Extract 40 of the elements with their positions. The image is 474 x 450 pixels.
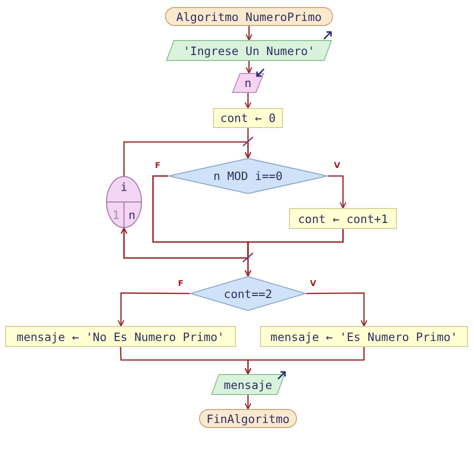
loop-text: i — [120, 180, 128, 194]
node-text: Algoritmo NumeroPrimo — [176, 10, 322, 24]
flow-arrow — [244, 229, 344, 277]
terminal-box — [199, 409, 297, 428]
terminal-box — [165, 7, 333, 26]
flow-arrow — [244, 347, 365, 375]
node-text: n — [244, 76, 252, 90]
decision-diamond — [168, 158, 328, 194]
edge-label: F — [178, 279, 184, 288]
input-parallelogram — [232, 73, 264, 93]
edge-label: F — [155, 161, 160, 170]
flow-arrow — [306, 292, 368, 327]
node-text: mensaje ← 'No Es Numero Primo' — [16, 330, 224, 344]
output-parallelogram — [211, 374, 285, 395]
edge-label: V — [334, 161, 340, 170]
output-parallelogram — [166, 40, 332, 61]
loop-text: 1 — [112, 208, 120, 222]
flow-arrow — [244, 395, 252, 410]
process-box — [260, 326, 468, 347]
loop-text: n — [128, 208, 136, 222]
node-text: cont ← 0 — [220, 111, 276, 125]
flow-arrow — [328, 175, 346, 209]
loop-oval — [106, 176, 142, 228]
node-text: FinAlgoritmo — [206, 412, 290, 426]
flow-arrow — [246, 61, 252, 74]
decision-diamond — [190, 276, 306, 311]
node-text: n MOD i==0 — [213, 169, 283, 183]
process-box — [5, 326, 236, 347]
process-box — [289, 208, 397, 229]
edge-label: V — [310, 279, 316, 288]
node-text: cont ← cont+1 — [298, 212, 388, 226]
process-box — [213, 108, 283, 128]
node-text: 'Ingrese Un Numero' — [183, 44, 315, 58]
node-text: mensaje ← 'Es Numero Primo' — [270, 330, 458, 344]
flow-arrow — [118, 292, 190, 327]
node-text: mensaje — [224, 378, 272, 392]
node-text: cont==2 — [224, 286, 272, 300]
flow-arrow — [244, 93, 252, 109]
flow-arrow — [246, 26, 252, 41]
flow-arrow — [123, 141, 252, 176]
